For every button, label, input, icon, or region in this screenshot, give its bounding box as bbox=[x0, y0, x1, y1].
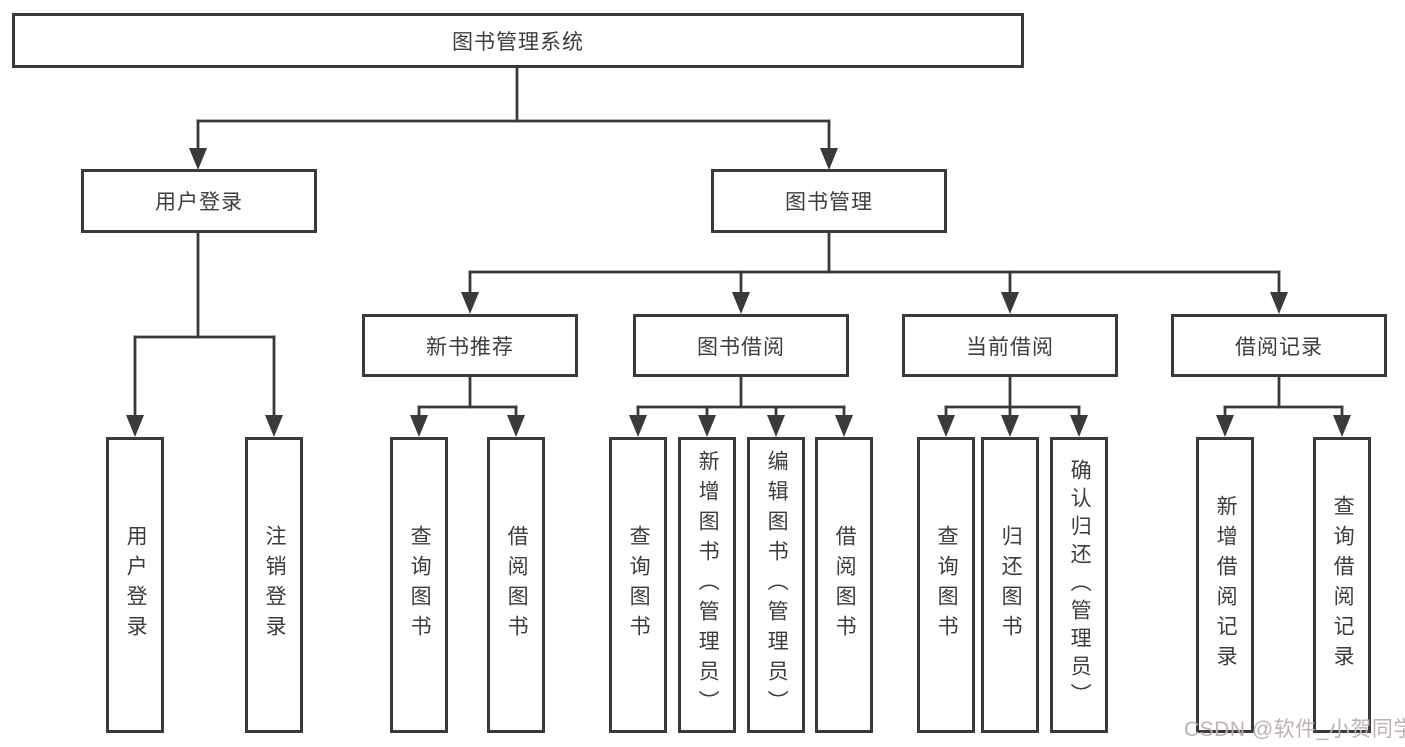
leaf-query-book-recommend: 查询图书 bbox=[390, 437, 448, 733]
node-label: 图书管理系统 bbox=[452, 30, 584, 54]
leaf-label: 归还图书 bbox=[999, 525, 1023, 645]
node-book-borrowing: 图书借阅 bbox=[633, 314, 849, 377]
leaf-edit-book-admin: 编辑图书（管理员） bbox=[747, 437, 805, 733]
node-library-management-system: 图书管理系统 bbox=[12, 13, 1024, 68]
node-borrowing-records: 借阅记录 bbox=[1171, 314, 1387, 377]
leaf-return-book: 归还图书 bbox=[981, 437, 1039, 733]
leaf-label: 新增借阅记录 bbox=[1214, 495, 1238, 675]
leaf-label: 查询借阅记录 bbox=[1331, 495, 1355, 675]
node-current-borrowing: 当前借阅 bbox=[902, 314, 1118, 377]
node-label: 用户登录 bbox=[155, 191, 243, 214]
leaf-label: 查询图书 bbox=[627, 525, 651, 645]
leaf-label: 确认归还（管理员） bbox=[1068, 459, 1092, 711]
csdn-watermark: CSDN @软件_小贺同学 bbox=[1184, 718, 1405, 741]
leaf-add-book-admin: 新增图书（管理员） bbox=[678, 437, 736, 733]
leaf-label: 借阅图书 bbox=[833, 525, 857, 645]
leaf-label: 编辑图书（管理员） bbox=[765, 450, 789, 720]
leaf-label: 注销登录 bbox=[263, 525, 287, 645]
arrowheads bbox=[126, 148, 1351, 437]
leaf-label: 查询图书 bbox=[408, 525, 432, 645]
leaf-label: 用户登录 bbox=[124, 525, 148, 645]
leaf-query-book-current: 查询图书 bbox=[917, 437, 975, 733]
leaf-query-book-borrow: 查询图书 bbox=[609, 437, 667, 733]
node-user-login: 用户登录 bbox=[81, 169, 317, 233]
leaf-borrow-book-recommend: 借阅图书 bbox=[487, 437, 545, 733]
leaf-query-borrow-record: 查询借阅记录 bbox=[1313, 437, 1371, 733]
node-new-book-recommend: 新书推荐 bbox=[362, 314, 578, 377]
leaf-label: 查询图书 bbox=[935, 525, 959, 645]
leaf-logout: 注销登录 bbox=[245, 437, 303, 733]
node-label: 图书借阅 bbox=[697, 335, 785, 359]
leaf-borrow-book: 借阅图书 bbox=[815, 437, 873, 733]
leaf-label: 借阅图书 bbox=[505, 525, 529, 645]
leaf-user-login: 用户登录 bbox=[106, 437, 164, 733]
node-book-management: 图书管理 bbox=[711, 169, 947, 233]
leaf-label: 新增图书（管理员） bbox=[696, 450, 720, 720]
node-label: 新书推荐 bbox=[426, 335, 514, 359]
leaf-add-borrow-record: 新增借阅记录 bbox=[1196, 437, 1254, 733]
node-label: 当前借阅 bbox=[966, 335, 1054, 359]
node-label: 借阅记录 bbox=[1235, 335, 1323, 359]
leaf-confirm-return-admin: 确认归还（管理员） bbox=[1050, 437, 1108, 733]
node-label: 图书管理 bbox=[785, 191, 873, 214]
